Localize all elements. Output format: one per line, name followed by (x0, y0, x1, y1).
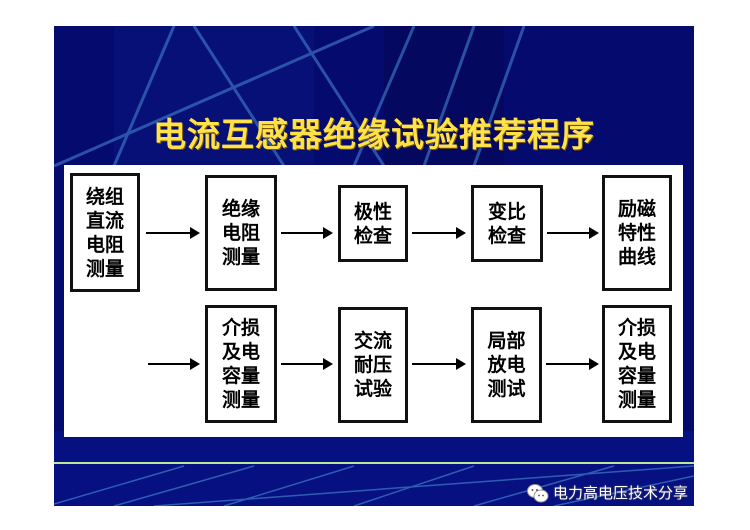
arrow-right (281, 227, 333, 239)
step-label: 绝缘 电阻 测量 (221, 198, 260, 268)
step-insulation-resistance: 绝缘 电阻 测量 (205, 175, 277, 291)
arrow-right (146, 227, 200, 239)
flowchart-panel: 绕组 直流 电阻 测量 绝缘 电阻 测量 极性 检查 变比 检查 励磁 特性 曲… (64, 165, 683, 437)
step-label: 交流 耐压 试验 (353, 330, 392, 400)
step-label: 极性 检查 (353, 200, 392, 247)
step-partial-discharge: 局部 放电 测试 (471, 307, 542, 423)
arrow-right (546, 358, 599, 370)
step-label: 变比 检查 (487, 200, 526, 247)
wechat-icon (527, 483, 549, 503)
arrow-right (412, 227, 466, 239)
step-label: 介损 及电 容量 测量 (617, 317, 656, 411)
step-label: 介损 及电 容量 测量 (221, 317, 260, 411)
step-ac-withstand: 交流 耐压 试验 (338, 307, 408, 423)
arrow-right (281, 358, 333, 370)
watermark: 电力高电压技术分享 (527, 482, 688, 503)
step-label: 绕组 直流 电阻 测量 (85, 185, 124, 280)
watermark-text: 电力高电压技术分享 (553, 484, 689, 502)
arrow-right (547, 227, 599, 239)
step-dissipation-capacitance-final: 介损 及电 容量 测量 (602, 305, 672, 423)
step-excitation-curve: 励磁 特性 曲线 (602, 175, 672, 291)
step-ratio-check: 变比 检查 (471, 185, 543, 262)
step-dissipation-capacitance: 介损 及电 容量 测量 (205, 305, 277, 423)
step-polarity-check: 极性 检查 (338, 185, 408, 262)
slide: 电流互感器绝缘试验推荐程序 绕组 直流 电阻 测量 绝缘 电阻 测量 极性 检查… (54, 26, 694, 506)
step-label: 局部 放电 测试 (487, 330, 526, 400)
step-label: 励磁 特性 曲线 (617, 198, 656, 268)
arrow-right (412, 358, 466, 370)
slide-title: 电流互感器绝缘试验推荐程序 (153, 115, 595, 154)
arrow-right (148, 358, 200, 370)
step-winding-dc-resistance: 绕组 直流 电阻 测量 (70, 173, 140, 292)
